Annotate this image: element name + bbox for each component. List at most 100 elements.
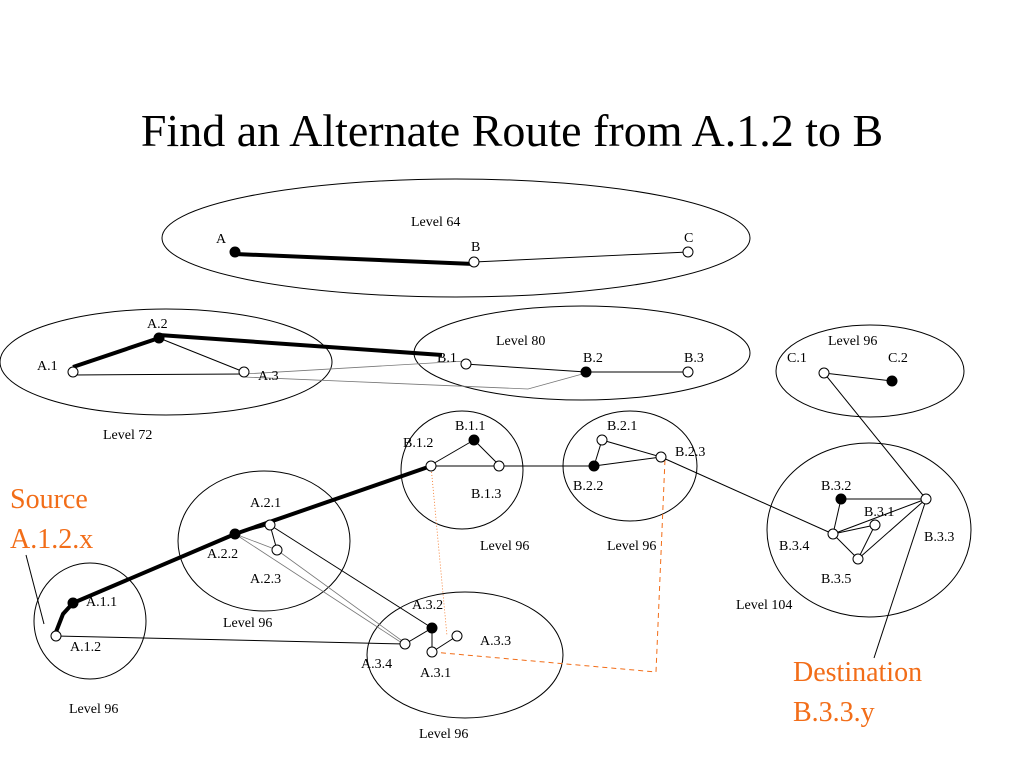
edge-b31-b35 [857, 524, 876, 560]
node-b22 [588, 460, 600, 472]
node-a32 [426, 622, 438, 634]
label-node-c: C [684, 231, 693, 246]
gray-route-b [234, 533, 406, 646]
node-b33 [920, 493, 932, 505]
label-level-96-a2: Level 96 [223, 616, 272, 631]
label-node-b32: B.3.2 [821, 479, 851, 494]
label-node-b21: B.2.1 [607, 419, 637, 434]
label-node-b1: B.1 [437, 351, 457, 366]
node-a1 [67, 366, 79, 378]
cluster-level-104 [766, 442, 972, 618]
node-b2 [580, 366, 592, 378]
label-node-c2: C.2 [888, 351, 908, 366]
label-node-b12: B.1.2 [403, 436, 433, 451]
source-callout-line1: Source [10, 484, 88, 515]
node-b21 [596, 434, 608, 446]
node-c2 [886, 375, 898, 387]
node-b13 [493, 460, 505, 472]
node-b [468, 256, 480, 268]
gray-route-lower [243, 372, 587, 390]
label-node-b3: B.3 [684, 351, 704, 366]
edge-b33-b34 [832, 498, 927, 535]
label-node-a11: A.1.1 [86, 595, 117, 610]
label-level-104: Level 104 [736, 598, 792, 613]
edge-b34-b35 [832, 533, 859, 560]
destination-callout-line1: Destination [793, 657, 922, 688]
node-b35 [852, 553, 864, 565]
label-level-96-c: Level 96 [828, 334, 877, 349]
slide-title: Find an Alternate Route from A.1.2 to B [140, 105, 884, 156]
node-a3 [238, 366, 250, 378]
cluster-level-96-a1 [33, 562, 147, 680]
thick-edge-a11-a22 [72, 532, 236, 605]
edge-b33-b35 [857, 498, 927, 560]
node-a2 [153, 332, 165, 344]
edge-b12-b11 [430, 439, 475, 466]
label-node-a12: A.1.2 [70, 640, 101, 655]
edge-a2-a3 [158, 337, 245, 373]
destination-callout-line2: B.3.3.y [793, 697, 875, 728]
node-a [229, 246, 241, 258]
label-node-a21: A.2.1 [250, 496, 281, 511]
edge-b-c [473, 251, 689, 263]
cluster-level-96-a3 [366, 591, 564, 719]
label-node-b22: B.2.2 [573, 479, 603, 494]
node-b11 [468, 434, 480, 446]
cluster-level-96-b1 [400, 410, 524, 530]
label-node-a31: A.3.1 [420, 666, 451, 681]
gray-route-upper [243, 360, 467, 375]
node-b32 [835, 493, 847, 505]
node-a34 [399, 638, 411, 650]
edge-b22-b23 [593, 456, 662, 467]
node-c1 [818, 367, 830, 379]
label-level-64: Level 64 [411, 215, 460, 230]
label-node-a34: A.3.4 [361, 657, 392, 672]
label-node-a3: A.3 [258, 369, 279, 384]
label-node-a1: A.1 [37, 359, 58, 374]
label-level-80: Level 80 [496, 334, 545, 349]
node-a12 [50, 630, 62, 642]
node-b23 [655, 451, 667, 463]
node-a31 [426, 646, 438, 658]
node-a22 [229, 528, 241, 540]
label-node-b: B [471, 240, 480, 255]
label-node-a32: A.3.2 [412, 598, 443, 613]
edge-b34-b31 [832, 524, 876, 535]
node-b3 [682, 366, 694, 378]
edge-b23-b34 [660, 456, 834, 535]
label-level-96-a1: Level 96 [69, 702, 118, 717]
node-a23 [271, 544, 283, 556]
cluster-level-72 [0, 308, 333, 416]
cluster-level-64 [161, 178, 751, 298]
edge-a1-a3 [72, 373, 245, 376]
thick-edge-a1-a2 [72, 336, 160, 369]
source-callout-line2: A.1.2.x [10, 524, 93, 555]
label-node-b33: B.3.3 [924, 530, 954, 545]
label-node-b35: B.3.5 [821, 572, 851, 587]
label-node-b23: B.2.3 [675, 445, 705, 460]
label-level-96-a3: Level 96 [419, 727, 468, 742]
cluster-level-96-c [775, 324, 965, 418]
cluster-level-96-a2 [177, 470, 351, 612]
label-node-b13: B.1.3 [471, 487, 501, 502]
edge-b21-b23 [601, 439, 662, 458]
thick-edge-a2-b1 [158, 333, 443, 357]
edge-b32-b34 [832, 498, 842, 535]
label-node-b2: B.2 [583, 351, 603, 366]
node-a21 [264, 519, 276, 531]
label-node-a23: A.2.3 [250, 572, 281, 587]
label-node-a: A [216, 232, 227, 247]
node-b1 [460, 358, 472, 370]
node-b12 [425, 460, 437, 472]
node-b31 [869, 519, 881, 531]
label-node-c1: C.1 [787, 351, 807, 366]
edge-src-pointer [25, 554, 45, 625]
edge-b1-b2 [464, 363, 587, 373]
edge-dest-pointer [873, 499, 927, 659]
edge-c1-b33 [823, 372, 927, 500]
edge-c1-c2 [823, 372, 893, 382]
orange-dashed-route [431, 458, 666, 673]
edge-b11-b13 [473, 439, 500, 466]
